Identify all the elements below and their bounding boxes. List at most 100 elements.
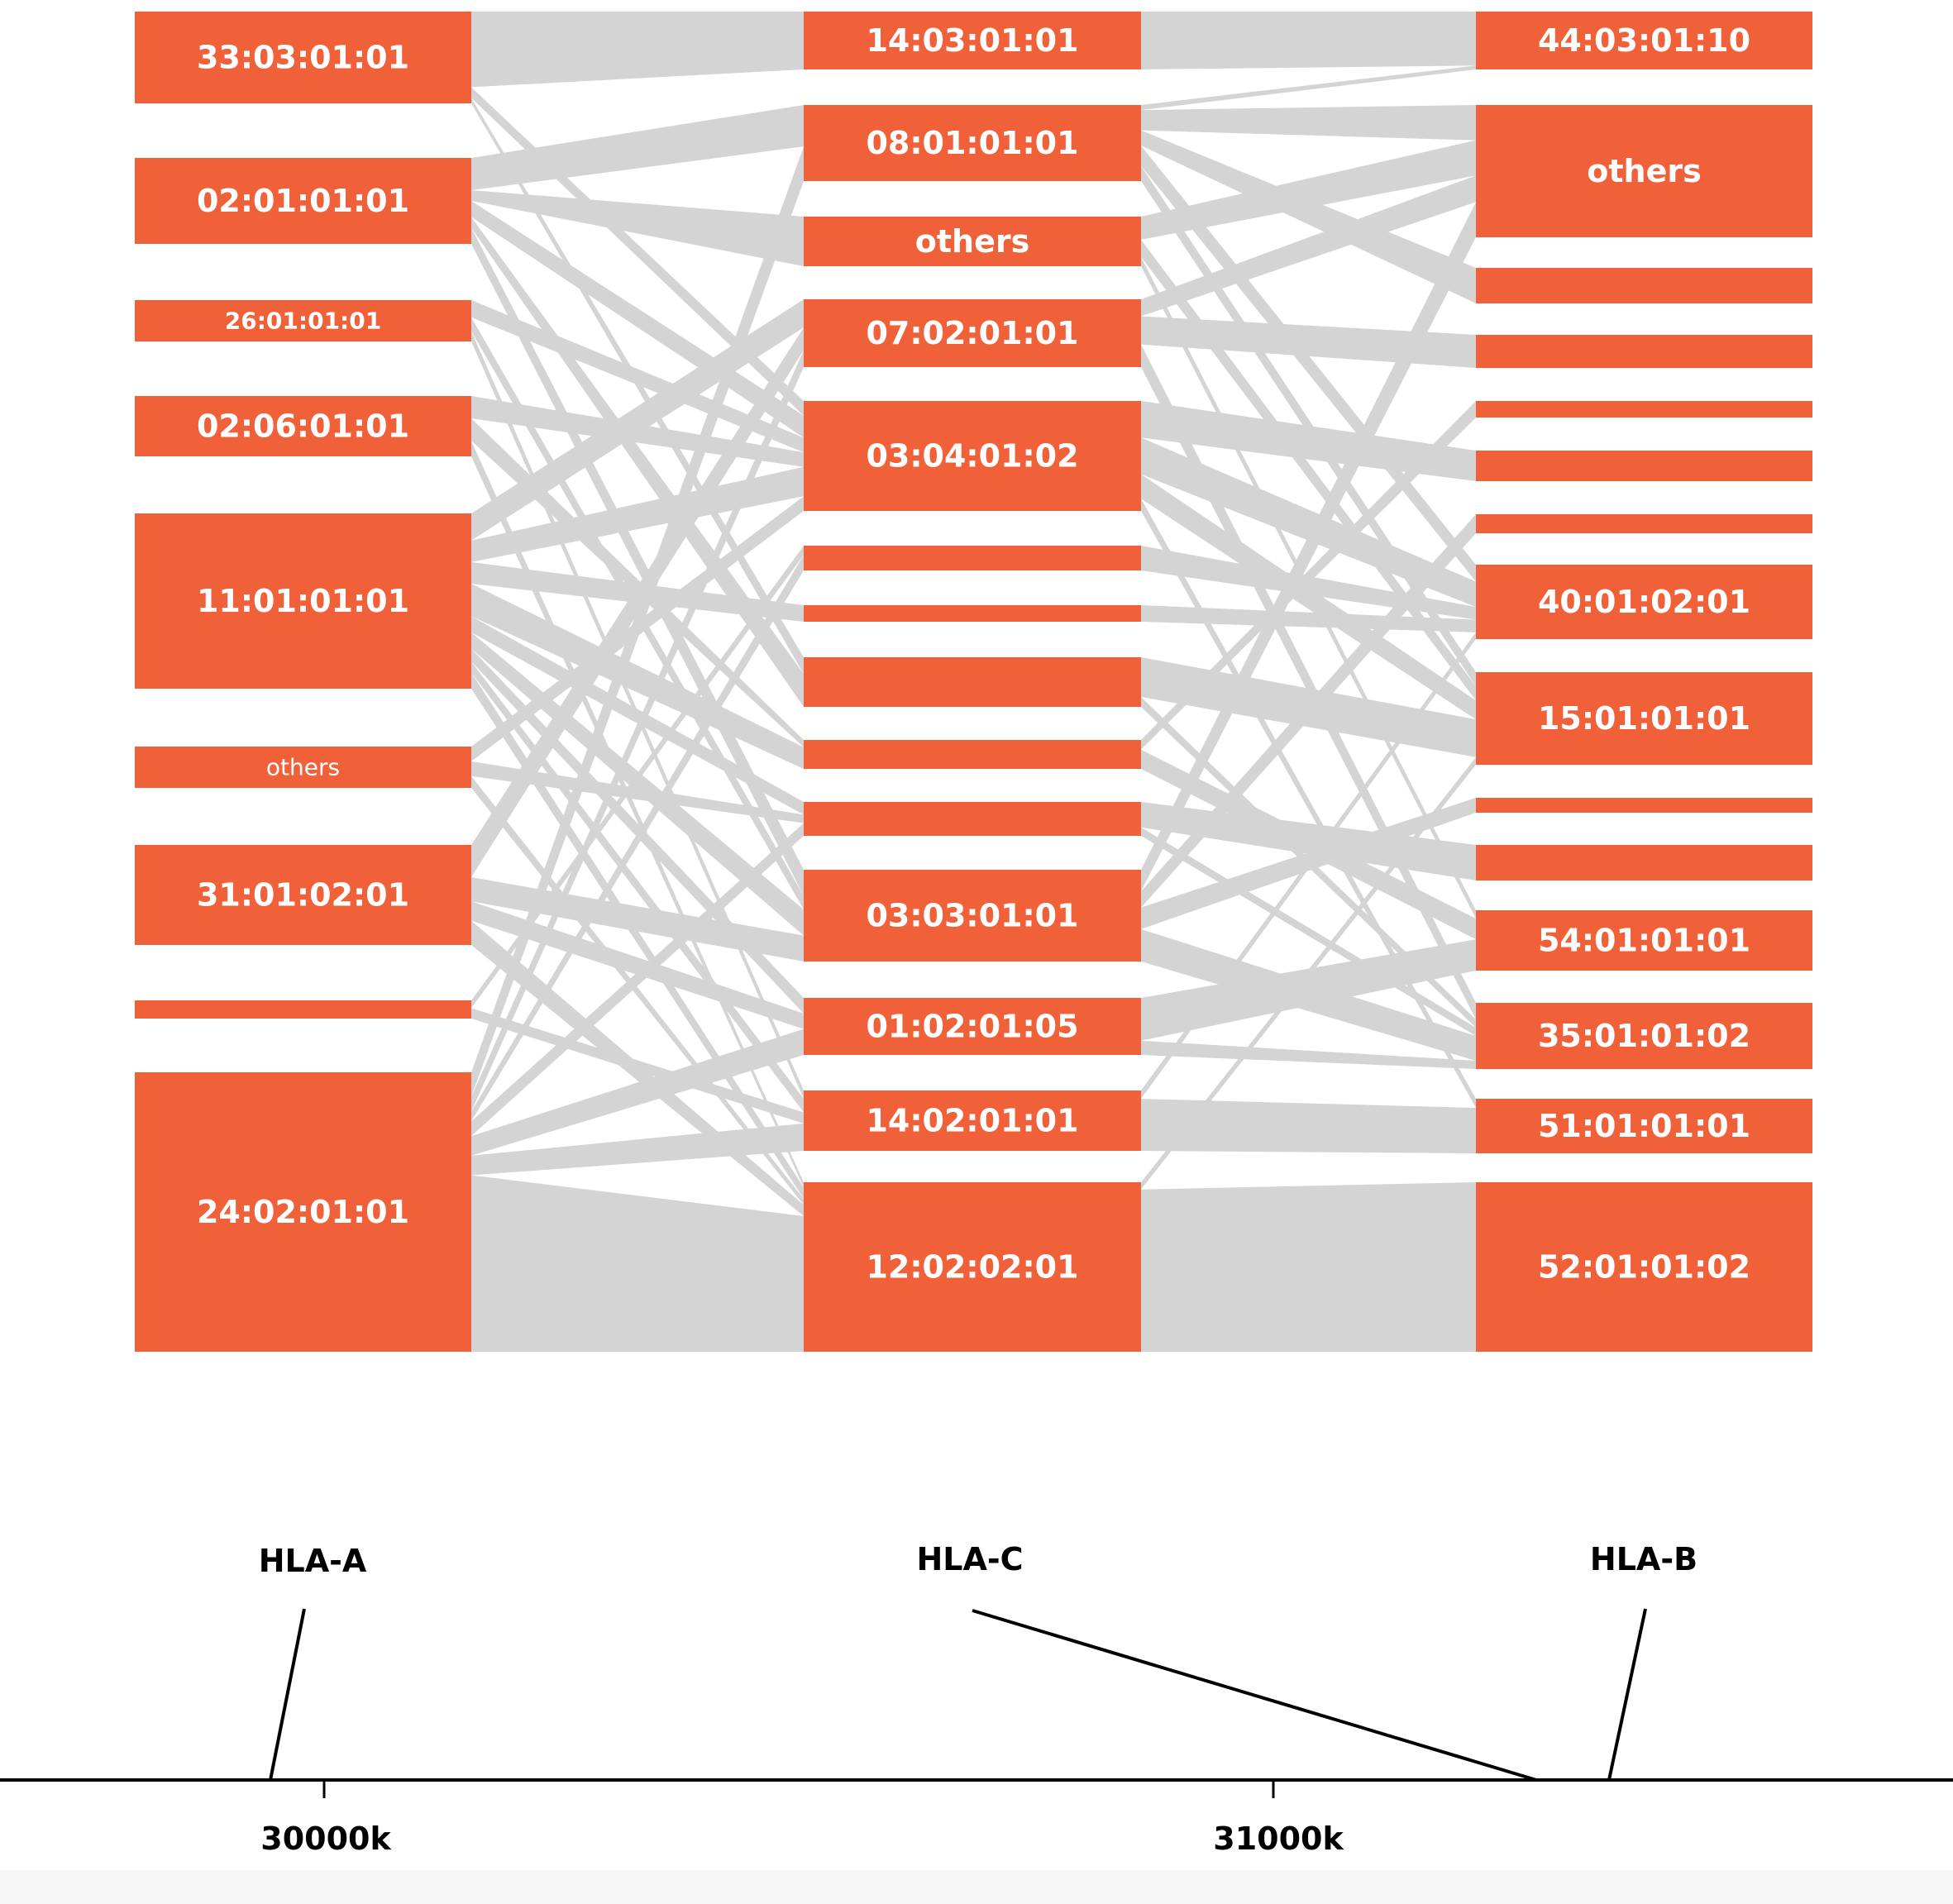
link-0_4-to-1_8 <box>471 584 804 769</box>
node-label-hla-a-0: 33:03:01:01 <box>197 40 409 76</box>
node-hla-c-4 <box>804 401 1141 511</box>
node-label-hla-a-2: 26:01:01:01 <box>225 308 381 335</box>
node-label-hla-c-2: others <box>915 223 1029 260</box>
link-0_6-to-1_3 <box>471 327 804 878</box>
node-label-hla-a-3: 02:06:01:01 <box>197 408 409 445</box>
link-0_0-to-1_7 <box>471 98 804 675</box>
node-label-hla-c-1: 08:01:01:01 <box>866 125 1078 161</box>
link-0_2-to-1_4 <box>471 300 804 453</box>
node-label-hla-b-14: 52:01:01:02 <box>1538 1249 1750 1286</box>
node-label-hla-a-6: 31:01:02:01 <box>197 877 409 914</box>
node-label-hla-c-3: 07:02:01:01 <box>866 315 1078 351</box>
node-label-hla-b-0: 44:03:01:10 <box>1538 22 1750 59</box>
node-hla-b-7 <box>1476 565 1812 639</box>
link-1_4-to-2_7 <box>1141 437 1476 608</box>
node-label-hla-c-4: 03:04:01:02 <box>866 438 1078 475</box>
bottom-band <box>0 1870 1953 1904</box>
node-hla-b-6 <box>1476 514 1812 533</box>
link-1_3-to-2_3 <box>1141 316 1476 368</box>
node-hla-c-2 <box>804 217 1141 266</box>
connector-hla-a <box>269 1608 306 1781</box>
node-hla-c-5 <box>804 546 1141 570</box>
node-label-hla-a-1: 02:01:01:01 <box>197 183 409 219</box>
node-hla-c-6 <box>804 605 1141 622</box>
node-label-hla-c-13: 12:02:02:01 <box>866 1249 1078 1286</box>
node-hla-a-2 <box>135 300 471 341</box>
node-label-hla-b-8: 15:01:01:01 <box>1538 700 1750 737</box>
node-hla-c-11 <box>804 998 1141 1055</box>
link-1_8-to-2_4 <box>1141 401 1476 750</box>
link-1_3-to-2_1 <box>1141 175 1476 317</box>
link-0_8-to-1_13 <box>471 1175 804 1352</box>
node-label-hla-c-10: 03:03:01:01 <box>866 898 1078 934</box>
link-0_1-to-1_2 <box>471 190 804 266</box>
node-hla-b-5 <box>1476 451 1812 481</box>
node-label-hla-c-11: 01:02:01:05 <box>866 1009 1078 1045</box>
link-0_4-to-1_9 <box>471 616 804 815</box>
link-1_1-to-2_7 <box>1141 146 1476 582</box>
node-hla-a-3 <box>135 396 471 456</box>
node-hla-c-8 <box>804 740 1141 769</box>
node-hla-c-1 <box>804 105 1141 181</box>
node-label-hla-b-11: 54:01:01:01 <box>1538 923 1750 959</box>
link-0_8-to-1_3 <box>471 350 804 1112</box>
link-1_4-to-2_5 <box>1141 401 1476 481</box>
node-hla-b-13 <box>1476 1099 1812 1153</box>
link-1_1-to-2_0 <box>1141 65 1476 111</box>
link-1_12-to-2_13 <box>1141 1099 1476 1153</box>
link-0_7-to-1_12 <box>471 1008 804 1124</box>
node-hla-a-5 <box>135 747 471 788</box>
node-label-hla-b-12: 35:01:01:02 <box>1538 1018 1750 1054</box>
link-1_0-to-2_0 <box>1141 12 1476 69</box>
node-label-hla-a-5: others <box>266 754 340 781</box>
genome-axis: 30000k 31000k <box>0 1608 1953 1857</box>
nodes-layer: 33:03:01:01 02:01:01:01 26:01:01:01 02:06:0… <box>135 12 1812 1352</box>
tick-label-30000k: 30000k <box>260 1820 391 1857</box>
node-hla-b-2 <box>1476 268 1812 303</box>
link-1_10-to-2_6 <box>1141 514 1476 908</box>
link-1_2-to-2_1 <box>1141 140 1476 240</box>
node-label-hla-a-8: 24:02:01:01 <box>197 1194 409 1230</box>
node-hla-a-1 <box>135 158 471 244</box>
connector-hla-c <box>972 1609 1537 1782</box>
node-hla-b-11 <box>1476 910 1812 971</box>
link-1_2-to-2_8 <box>1141 239 1476 701</box>
links-layer <box>471 12 1476 1352</box>
link-1_13-to-2_14 <box>1141 1182 1476 1352</box>
link-0_7-to-1_5 <box>471 546 804 1009</box>
node-label-hla-b-1: others <box>1587 153 1701 189</box>
link-0_6-to-1_11 <box>471 901 804 1029</box>
link-1_11-to-2_12 <box>1141 1040 1476 1069</box>
node-hla-a-8 <box>135 1072 471 1352</box>
node-hla-b-3 <box>1476 335 1812 368</box>
link-0_5-to-1_13 <box>471 775 804 1205</box>
link-1_9-to-2_10 <box>1141 802 1476 880</box>
link-1_10-to-2_1 <box>1141 202 1476 892</box>
gene-label-hla-a: HLA-A <box>259 1543 367 1579</box>
node-hla-a-0 <box>135 12 471 103</box>
node-hla-c-13 <box>804 1182 1141 1352</box>
link-0_0-to-1_0 <box>471 12 804 88</box>
node-hla-a-4 <box>135 513 471 689</box>
node-label-hla-b-7: 40:01:02:01 <box>1538 584 1750 620</box>
node-hla-a-6 <box>135 845 471 945</box>
link-1_12-to-2_7 <box>1141 632 1476 1100</box>
link-0_4-to-1_4 <box>471 466 804 562</box>
node-hla-c-9 <box>804 802 1141 836</box>
link-0_8-to-1_5 <box>471 555 804 1122</box>
link-0_4-to-1_3 <box>471 299 804 541</box>
node-hla-b-14 <box>1476 1182 1812 1352</box>
node-hla-a-7 <box>135 1000 471 1019</box>
node-hla-b-12 <box>1476 1003 1812 1069</box>
link-1_1-to-2_1 <box>1141 105 1476 141</box>
gene-label-hla-b: HLA-B <box>1590 1541 1698 1577</box>
link-1_4-to-2_8 <box>1141 474 1476 720</box>
gene-labels: HLA-A HLA-C HLA-B <box>259 1541 1698 1579</box>
node-label-hla-c-12: 14:02:01:01 <box>866 1103 1078 1139</box>
node-label-hla-c-0: 14:03:01:01 <box>866 22 1078 59</box>
link-0_8-to-1_11 <box>471 1028 804 1156</box>
node-hla-c-0 <box>804 12 1141 69</box>
node-hla-c-10 <box>804 870 1141 962</box>
link-0_1-to-1_1 <box>471 105 804 190</box>
